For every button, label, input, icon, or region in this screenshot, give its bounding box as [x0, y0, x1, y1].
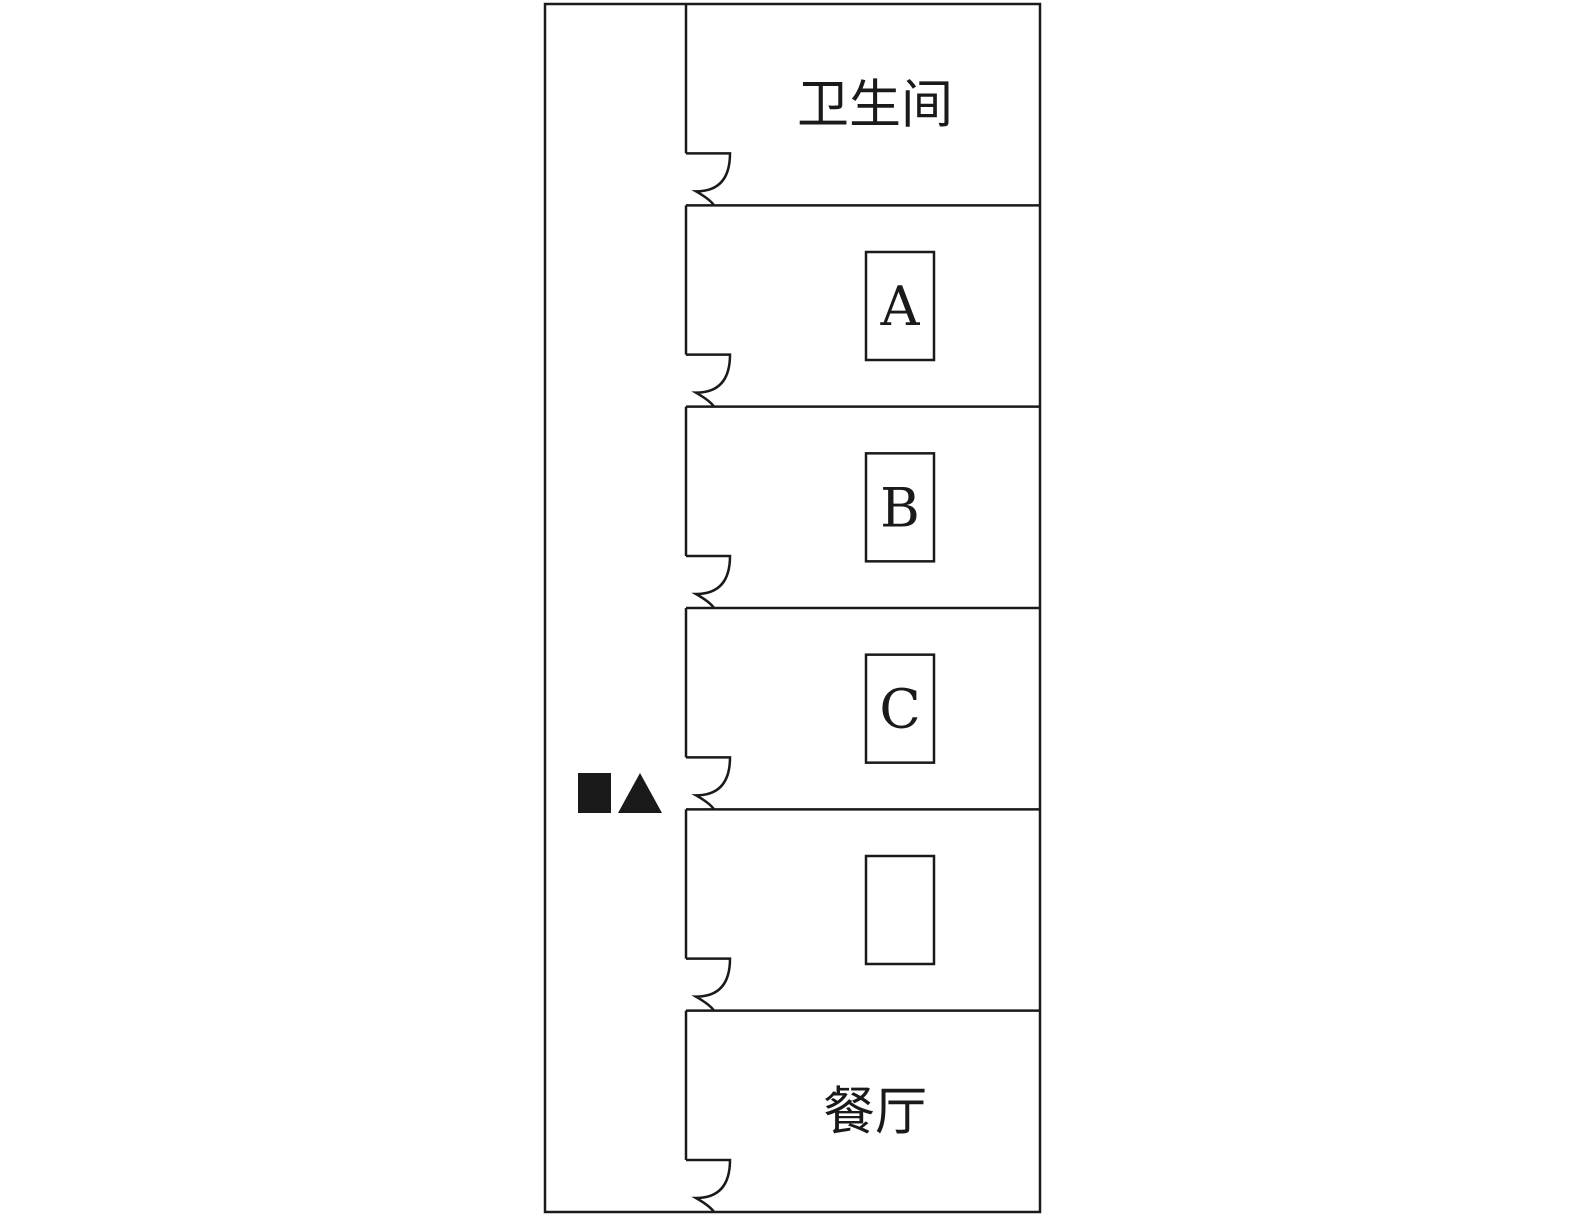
square-marker [578, 773, 611, 813]
door [686, 756, 732, 811]
room-labels: 卫生间 A B C 餐厅 [797, 76, 953, 1143]
room-box [864, 653, 936, 764]
door [686, 957, 732, 1012]
door [686, 554, 732, 609]
room-box [864, 250, 936, 362]
room-boxes [864, 250, 936, 966]
door [686, 353, 732, 408]
room-box-label: B [880, 476, 920, 539]
room-label: 卫生间 [797, 76, 953, 136]
triangle-marker [618, 773, 662, 813]
door [686, 1158, 732, 1213]
room-dividers [686, 204, 1040, 1012]
doors [686, 152, 732, 1213]
room-box-label: C [879, 678, 920, 741]
room-box-label: A [880, 275, 921, 338]
room-label: 餐厅 [823, 1082, 927, 1142]
room-box [864, 452, 936, 563]
room-box [864, 854, 936, 966]
door [686, 152, 732, 207]
